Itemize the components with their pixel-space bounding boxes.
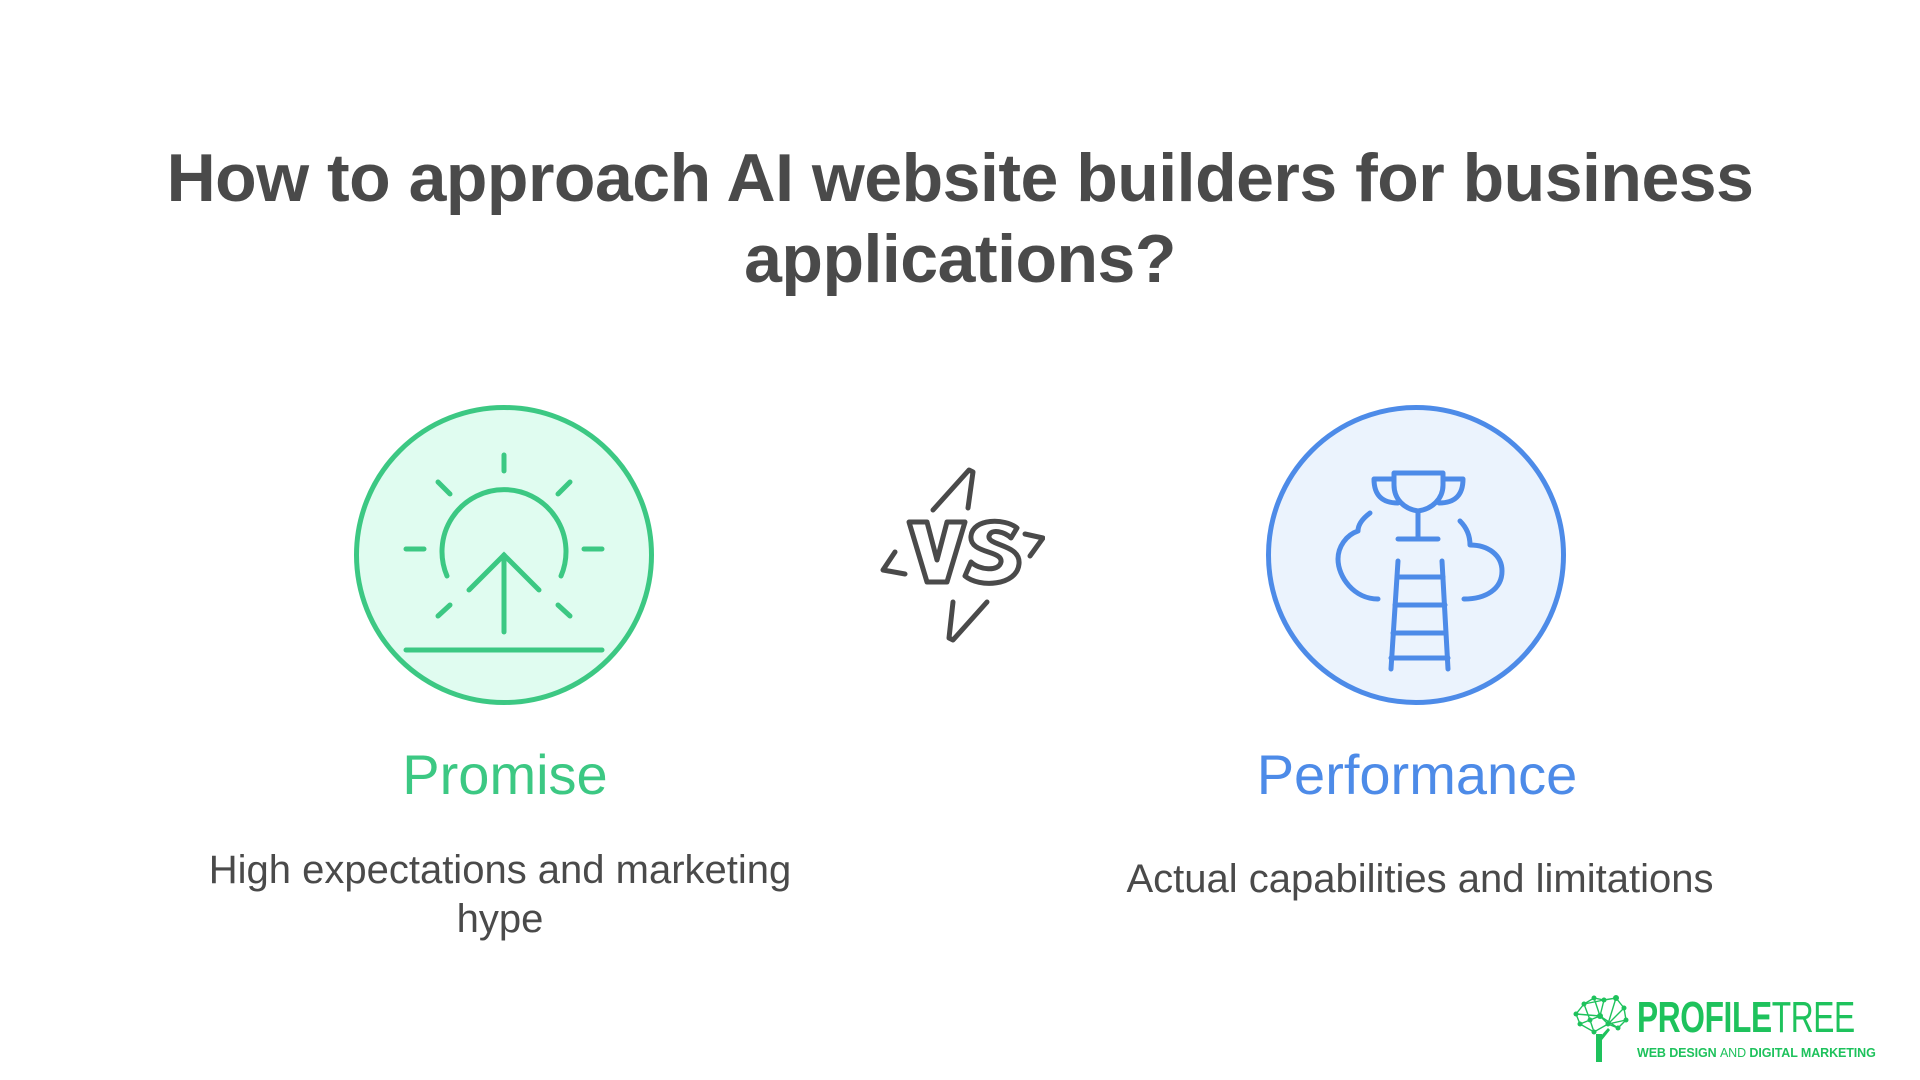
promise-description-line-2: hype xyxy=(456,897,544,941)
tagline-part-2: AND xyxy=(1719,1046,1747,1060)
page-title: How to approach AI website builders for … xyxy=(0,138,1920,300)
trophy-ladder-cloud-icon xyxy=(1335,470,1505,672)
title-line-1: How to approach AI website builders for … xyxy=(166,140,1754,216)
promise-circle xyxy=(354,405,654,705)
title-line-2: applications? xyxy=(744,221,1176,297)
performance-heading: Performance xyxy=(1256,743,1578,806)
profiletree-logo: PROFILETREE WEB DESIGN AND DIGITAL MARKE… xyxy=(1572,994,1876,1064)
brand-wordmark: PROFILETREE xyxy=(1637,996,1855,1040)
brand-light: TREE xyxy=(1771,993,1855,1042)
promise-description-line-1: High expectations and marketing xyxy=(208,848,792,892)
tagline-part-1: WEB DESIGN xyxy=(1637,1046,1720,1060)
versus-lightning-icon xyxy=(880,467,1045,643)
performance-description-line-1: Actual capabilities and limitations xyxy=(1126,857,1714,901)
sunrise-arrow-up-icon xyxy=(403,452,605,653)
performance-description: Actual capabilities and limitations xyxy=(1080,855,1760,904)
promise-heading: Promise xyxy=(402,743,608,806)
tagline-part-3: DIGITAL MARKETING xyxy=(1746,1046,1876,1060)
tree-network-icon xyxy=(1573,995,1629,1062)
performance-circle xyxy=(1266,405,1566,705)
brand-tagline: WEB DESIGN AND DIGITAL MARKETING xyxy=(1637,1047,1876,1060)
promise-description: High expectations and marketing hype xyxy=(180,846,820,944)
brand-bold: PROFILE xyxy=(1637,993,1772,1042)
